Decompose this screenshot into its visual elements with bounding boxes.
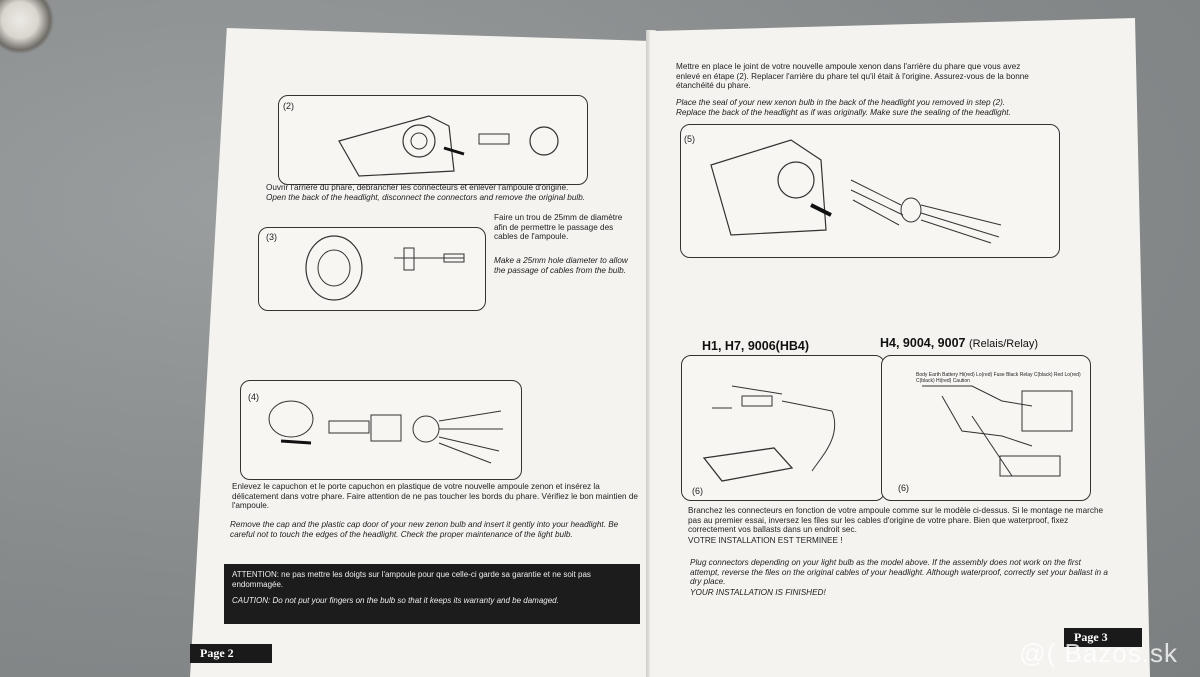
label-c-black-2: C(black) <box>916 378 935 384</box>
label-relay: Relay <box>1019 372 1033 378</box>
label-fuse: Fuse <box>993 372 1005 378</box>
page-3-label: Page 3 <box>1064 628 1142 647</box>
relay-wiring-drawing <box>922 385 1073 477</box>
label-black: Black <box>1006 372 1019 378</box>
label-body-earth: Body Earth <box>916 372 941 378</box>
ballast-wiring-drawing <box>702 385 836 482</box>
step6-label-relay: (6) <box>898 483 909 493</box>
seal-installation-drawing <box>710 139 1002 244</box>
step3-text-fr: Faire un trou de 25mm de diamètre afin d… <box>494 213 623 242</box>
label-hi-red-2: Hi(red) <box>936 378 952 384</box>
label-caution: Caution <box>952 378 970 384</box>
step3-text-en: Make a 25mm hole diameter to allow the p… <box>494 256 628 275</box>
heading-h4-9004-9007: H4, 9004, 9007 (Relais/Relay) <box>880 336 1038 350</box>
wiring-diagram-relay <box>881 355 1091 501</box>
label-red: Red <box>1053 372 1064 378</box>
intro-text-en: Place the seal of your new xenon bulb in… <box>676 98 1011 117</box>
intro-text-fr: Mettre en place le joint de votre nouvel… <box>676 62 1029 91</box>
warning-fr: ATTENTION: ne pas mettre les doigts sur … <box>232 570 591 589</box>
step2-label: (2) <box>283 101 294 111</box>
label-lo-red: Lo(red) <box>976 372 993 378</box>
step3-label: (3) <box>266 232 277 242</box>
warning-en: CAUTION: Do not put your fingers on the … <box>232 596 559 605</box>
hole-drilling-drawing <box>305 235 465 301</box>
step6-label-single: (6) <box>692 486 703 496</box>
bazos-watermark: @( Bazos.sk <box>1019 638 1178 668</box>
bulb-insertion-drawing <box>268 400 503 464</box>
step2-illustration-box <box>278 95 588 185</box>
step5-label: (5) <box>684 134 695 144</box>
headlight-back-drawing <box>338 115 559 177</box>
step2-caption-en: Open the back of the headlight, disconne… <box>266 193 586 202</box>
heading-h4-sub: (Relais/Relay) <box>968 338 1039 350</box>
step4-illustration-box <box>240 380 522 480</box>
corner-object <box>0 0 60 60</box>
page-2-label: Page 2 <box>190 644 272 663</box>
install-text-en: YOUR INSTALLATION IS FINISHED! <box>690 588 826 597</box>
heading-h4-main: H4, 9004, 9007 <box>880 336 966 350</box>
heading-h1-h7-9006: H1, H7, 9006(HB4) <box>702 339 809 353</box>
step4-label: (4) <box>248 392 259 402</box>
step2-caption-fr: Ouvrir l'arrière du phare, débrancher le… <box>266 183 569 192</box>
caution-box: ATTENTION: ne pas mettre les doigts sur … <box>224 564 640 624</box>
install-text-fr: VOTRE INSTALLATION EST TERMINEE ! <box>688 536 843 545</box>
relay-wiring-labels: Body Earth Battery Hi(red) Lo(red) Fuse … <box>916 372 1086 384</box>
label-lo-red-2: Lo(red) <box>1064 372 1081 378</box>
step4-caption-en: Remove the cap and the plastic cap door … <box>230 520 619 539</box>
label-battery: Battery <box>942 372 958 378</box>
step3-illustration-box <box>258 227 486 311</box>
step4-caption-fr: Enlevez le capuchon et le porte capuchon… <box>232 482 638 511</box>
step5-illustration-box <box>680 124 1060 258</box>
connect-text-fr: Branchez les connecteurs en fonction de … <box>688 506 1104 535</box>
wiring-diagram-single <box>681 355 885 501</box>
connect-text-en: Plug connectors depending on your light … <box>690 558 1108 587</box>
label-hi-red: Hi(red) <box>959 372 975 378</box>
label-c-black: C(black) <box>1033 372 1053 378</box>
